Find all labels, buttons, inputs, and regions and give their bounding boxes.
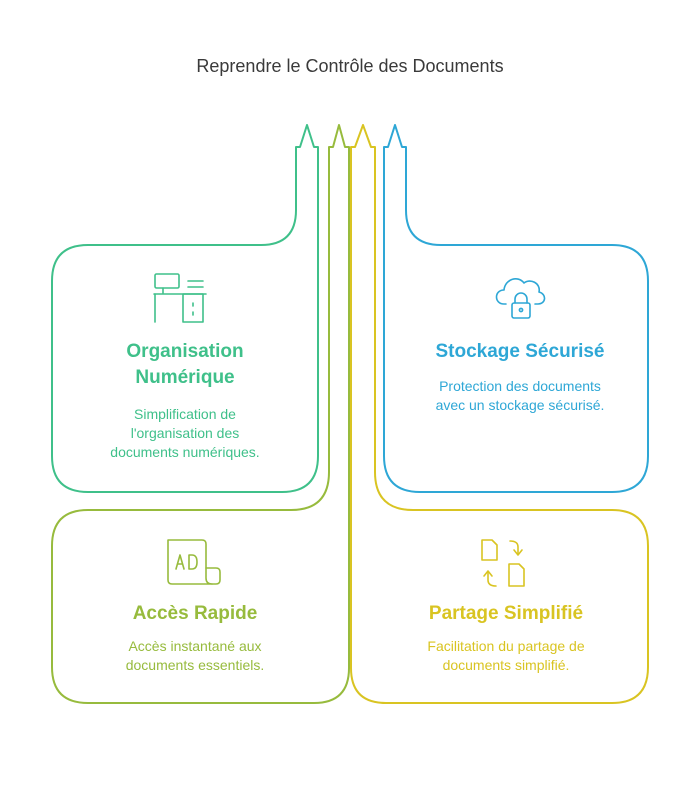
partage-shape xyxy=(350,124,649,704)
document-exchange-icon xyxy=(481,539,525,587)
card-organisation-desc: Simplification de l'organisation des doc… xyxy=(110,406,260,460)
ad-document-icon xyxy=(167,539,221,585)
card-partage: Partage Simplifié Facilitation du partag… xyxy=(386,601,626,675)
card-partage-desc: Facilitation du partage de documents sim… xyxy=(427,638,585,673)
card-organisation-title: Organisation Numérique xyxy=(126,341,244,388)
card-acces: Accès Rapide Accès instantané aux docume… xyxy=(70,601,320,675)
diagram-title: Reprendre le Contrôle des Documents xyxy=(196,56,504,76)
card-stockage-desc: Protection des documents avec un stockag… xyxy=(435,378,605,413)
card-acces-desc: Accès instantané aux documents essentiel… xyxy=(125,638,265,673)
desk-computer-icon xyxy=(153,273,207,323)
card-stockage-title: Stockage Sécurisé xyxy=(435,341,605,362)
acces-shape xyxy=(51,124,350,704)
card-partage-title: Partage Simplifié xyxy=(428,603,584,624)
stockage-shape xyxy=(383,124,649,493)
organisation-shape xyxy=(51,124,319,493)
card-organisation: Organisation Numérique Simplification de… xyxy=(70,339,300,462)
cloud-lock-icon xyxy=(495,278,546,319)
card-acces-title: Accès Rapide xyxy=(132,603,258,624)
card-stockage: Stockage Sécurisé Protection des documen… xyxy=(400,339,640,415)
